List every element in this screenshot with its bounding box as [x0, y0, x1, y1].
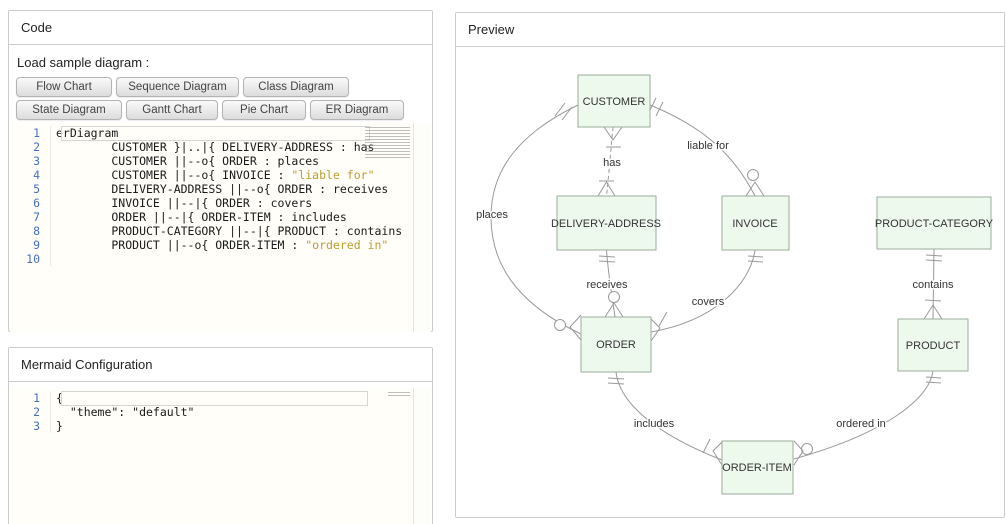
entity-label: ORDER [596, 339, 636, 351]
code-line: 9 PRODUCT ||--o{ ORDER-ITEM : "ordered i… [10, 238, 431, 252]
code-line: 7 ORDER ||--|{ ORDER-ITEM : includes [10, 210, 431, 224]
relationship-label: includes [634, 418, 675, 430]
line-number: 2 [33, 140, 40, 154]
line-number: 1 [33, 126, 40, 140]
code-editor-scrollbar[interactable] [413, 123, 431, 332]
relationship-product-ordered-in-order-item [793, 370, 942, 466]
relationship-label: has [603, 157, 621, 169]
sample-button-gantt-chart[interactable]: Gantt Chart [126, 100, 218, 120]
entity-product: PRODUCT [897, 318, 969, 372]
config-line: 2 "theme": "default" [10, 405, 431, 419]
entity-label: DELIVERY-ADDRESS [551, 218, 661, 230]
entity-label: ORDER-ITEM [722, 462, 792, 474]
relationship-customer-places-order [490, 102, 582, 341]
line-number: 6 [33, 196, 40, 210]
entity-customer: CUSTOMER [577, 74, 651, 128]
code-line: 5 DELIVERY-ADDRESS ||--o{ ORDER : receiv… [10, 182, 431, 196]
line-number: 8 [33, 224, 40, 238]
entity-product-category: PRODUCT-CATEGORY [875, 196, 994, 250]
code-line: 3 CUSTOMER ||--o{ ORDER : places [10, 154, 431, 168]
relationship-label: places [476, 209, 508, 221]
relationship-label: receives [587, 279, 628, 291]
config-line: 1{ [10, 391, 431, 405]
entity-invoice: INVOICE [721, 195, 790, 251]
config-editor-scrollbar[interactable] [413, 388, 431, 524]
code-panel: Code Load sample diagram : Flow Chart Se… [8, 10, 433, 332]
line-number: 10 [26, 252, 40, 266]
relationship-product-category-contains-product [923, 248, 943, 320]
line-number: 4 [33, 168, 40, 182]
entity-label: PRODUCT [906, 340, 961, 352]
er-diagram: has liable for places receives covers co… [475, 74, 994, 495]
relationship-delivery-address-receives-order [598, 249, 624, 318]
sample-button-pie-chart[interactable]: Pie Chart [222, 100, 306, 120]
relationship-invoice-covers-order [650, 249, 764, 342]
code-minimap [365, 127, 410, 158]
code-line: 10 [10, 252, 431, 266]
line-number: 3 [33, 419, 40, 433]
line-number: 5 [33, 182, 40, 196]
sample-button-class-diagram[interactable]: Class Diagram [243, 77, 349, 97]
sample-button-er-diagram[interactable]: ER Diagram [310, 100, 404, 120]
line-number: 9 [33, 238, 40, 252]
preview-panel: Preview [455, 12, 1005, 518]
code-panel-title: Code [9, 11, 432, 45]
entity-label: PRODUCT-CATEGORY [875, 218, 994, 230]
config-line: 3} [10, 419, 431, 433]
sample-button-sequence-diagram[interactable]: Sequence Diagram [116, 77, 239, 97]
sample-button-state-diagram[interactable]: State Diagram [16, 100, 122, 120]
config-editor[interactable]: 1{ 2 "theme": "default" 3} [10, 388, 431, 524]
entity-label: INVOICE [732, 218, 777, 230]
line-number: 7 [33, 210, 40, 224]
entity-label: CUSTOMER [583, 96, 646, 108]
sample-buttons-row-1: Flow Chart Sequence Diagram Class Diagra… [16, 77, 425, 97]
relationship-order-includes-order-item [607, 371, 723, 466]
code-line: 4 CUSTOMER ||--o{ INVOICE : "liable for" [10, 168, 431, 182]
code-line: 8 PRODUCT-CATEGORY ||--|{ PRODUCT : cont… [10, 224, 431, 238]
line-number: 3 [33, 154, 40, 168]
config-panel-title: Mermaid Configuration [9, 348, 432, 382]
entity-delivery-address: DELIVERY-ADDRESS [551, 195, 661, 251]
sample-button-flow-chart[interactable]: Flow Chart [16, 77, 112, 97]
relationship-label: ordered in [836, 418, 886, 430]
relationship-label: liable for [687, 140, 729, 152]
load-sample-label: Load sample diagram : [17, 55, 150, 70]
code-panel-body: Load sample diagram : Flow Chart Sequenc… [9, 45, 432, 120]
relationship-label: contains [913, 279, 954, 291]
entity-order-item: ORDER-ITEM [721, 440, 794, 495]
relationship-customer-has-delivery-address [597, 126, 623, 197]
line-number: 2 [33, 405, 40, 419]
mermaid-configuration-panel: Mermaid Configuration 1{ 2 "theme": "def… [8, 347, 433, 524]
line-number: 1 [33, 391, 40, 405]
relationship-customer-liable-for-invoice [648, 97, 765, 197]
relationship-label: covers [692, 296, 725, 308]
preview-panel-title: Preview [456, 13, 1004, 47]
config-minimap [388, 392, 410, 397]
entity-order: ORDER [580, 316, 652, 373]
sample-buttons-row-2: State Diagram Gantt Chart Pie Chart ER D… [16, 100, 425, 120]
code-line: 6 INVOICE ||--|{ ORDER : covers [10, 196, 431, 210]
